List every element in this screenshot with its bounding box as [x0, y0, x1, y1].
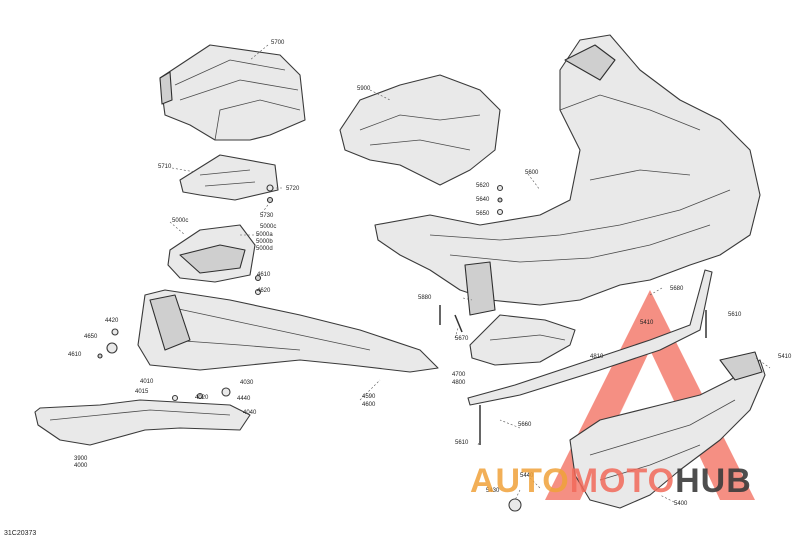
- callout-4590: 4590: [362, 394, 376, 400]
- part-5660-long-rail: [467, 269, 713, 406]
- callout-5400: 5400: [674, 501, 688, 507]
- callout-5000a: 5000a: [256, 232, 273, 238]
- callout-5410-mid: 5410: [640, 320, 654, 326]
- watermark-auto: AUTO: [470, 462, 570, 500]
- part-5000-side-panel: [167, 224, 256, 283]
- callout-5680: 5680: [670, 286, 684, 292]
- part-4590-left-side-panel: [137, 289, 439, 373]
- callout-4030: 4030: [240, 380, 254, 386]
- callout-5900: 5900: [357, 86, 371, 92]
- callout-4015: 4015: [135, 389, 149, 395]
- part-5700-upper-cover: [159, 44, 306, 141]
- callout-5600: 5600: [525, 170, 539, 176]
- part-4700-footrest: [469, 314, 576, 366]
- callout-5410-right: 5410: [778, 354, 792, 360]
- part-3900-lower-rail: [34, 399, 251, 446]
- callout-4420: 4420: [105, 318, 119, 324]
- callout-5730: 5730: [260, 213, 274, 219]
- callout-5710: 5710: [158, 164, 172, 170]
- leader-lines: [169, 44, 771, 503]
- callout-labels: 5700 5710 5720 5730 5000c 5000c 5000a 50…: [68, 40, 792, 507]
- figure-code: 31C20373: [4, 530, 37, 537]
- callout-5000d: 5000d: [256, 246, 273, 252]
- callout-4010: 4010: [140, 379, 154, 385]
- callout-5620: 5620: [476, 183, 490, 189]
- callout-4000: 4000: [74, 463, 88, 469]
- callout-4810: 4810: [590, 354, 604, 360]
- callout-5670: 5670: [455, 336, 469, 342]
- callout-5640: 5640: [476, 197, 490, 203]
- callout-4610-left: 4610: [68, 352, 82, 358]
- callout-4440: 4440: [237, 396, 251, 402]
- fasteners: [97, 184, 707, 512]
- callout-4600: 4600: [362, 402, 376, 408]
- callout-4040: 4040: [243, 410, 257, 416]
- callout-5000c-right: 5000c: [260, 224, 276, 230]
- part-5710-plate: [179, 154, 279, 201]
- callout-5650: 5650: [476, 211, 490, 217]
- part-5900-center-cover: [339, 74, 501, 186]
- callout-5440: 5440: [520, 473, 534, 479]
- callout-3900: 3900: [74, 456, 88, 462]
- part-5600-main-frame: [374, 34, 761, 316]
- callout-4610-top: 4610: [257, 272, 271, 278]
- callout-4650: 4650: [84, 334, 98, 340]
- callout-4620: 4620: [257, 288, 271, 294]
- callout-5430: 5430: [486, 488, 500, 494]
- part-5400-skid-plate: [569, 351, 766, 509]
- watermark-moto: MOTO: [569, 462, 676, 500]
- watermark-hub: HUB: [675, 462, 752, 500]
- callout-5660: 5660: [518, 422, 532, 428]
- callout-5000b: 5000b: [256, 239, 273, 245]
- callout-5700: 5700: [271, 40, 285, 46]
- callout-4800: 4800: [452, 380, 466, 386]
- callout-4700: 4700: [452, 372, 466, 378]
- callout-5720: 5720: [286, 186, 300, 192]
- callout-5000c-top: 5000c: [172, 218, 188, 224]
- callout-5610-right: 5610: [728, 312, 742, 318]
- callout-5880: 5880: [418, 295, 432, 301]
- callout-4020: 4020: [195, 395, 209, 401]
- callout-5610-left: 5610: [455, 440, 469, 446]
- watermark-text: AUTOMOTOHUB: [470, 462, 752, 501]
